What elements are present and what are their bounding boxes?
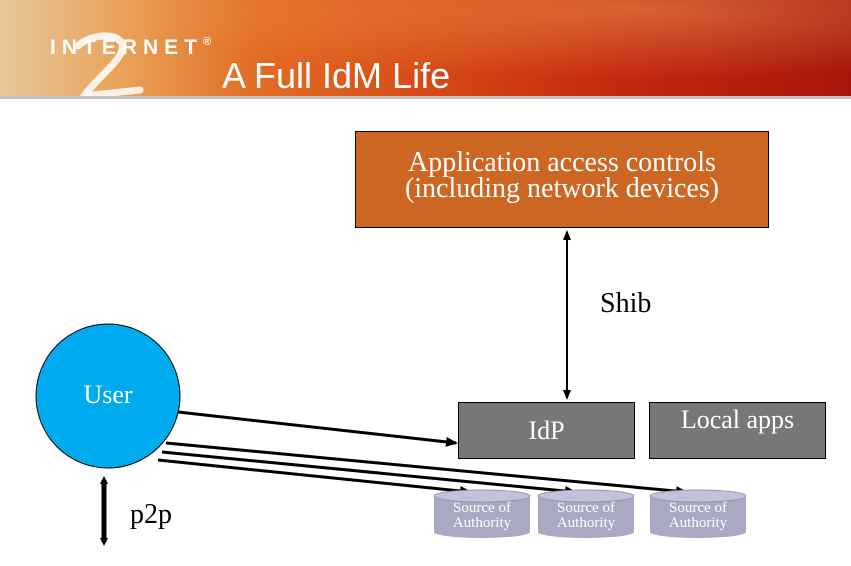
source-of-authority-label-1: Source of Authority	[437, 501, 527, 531]
source-of-authority-cylinder-3	[649, 489, 747, 538]
idp-label: IdP	[528, 415, 565, 445]
soa-2-line-2: Authority	[556, 515, 616, 531]
user-to-idp-arrow	[177, 410, 458, 447]
logo-two-glyph	[74, 32, 144, 99]
idp-box: IdP	[458, 402, 635, 459]
user-circle	[35, 323, 181, 469]
logo-registered-mark: ®	[203, 36, 212, 48]
local-apps-box: Local apps	[649, 402, 826, 459]
soa-3-line-1: Source of	[669, 500, 727, 516]
app-box-line-2: (including network devices)	[404, 173, 720, 204]
source-of-authority-label-2: Source of Authority	[541, 501, 631, 531]
soa-3-line-2: Authority	[668, 515, 728, 531]
source-of-authority-label-3: Source of Authority	[653, 501, 743, 531]
soa-2-line-1: Source of	[557, 500, 615, 516]
p2p-label: p2p	[130, 499, 172, 530]
soa-1-line-2: Authority	[452, 515, 512, 531]
app-box-line-1: Application access controls	[408, 147, 716, 178]
slide-title: A Full IdM Life	[222, 55, 451, 96]
source-of-authority-cylinder-1	[433, 489, 531, 538]
soa-1-line-1: Source of	[453, 500, 511, 516]
user-to-source-3-arrow	[165, 441, 688, 497]
source-of-authority-cylinder-2	[537, 489, 635, 538]
user-to-source-1-arrow	[157, 458, 472, 496]
user-to-source-2-arrow	[161, 450, 577, 497]
user-label: User	[83, 380, 133, 409]
shib-label: Shib	[600, 288, 652, 319]
application-access-controls-box: Application access controls (including n…	[355, 131, 769, 228]
banner-rule	[0, 96, 851, 99]
banner-sheen	[0, 0, 851, 99]
header-banner: INTERNET® A Full IdM Life	[0, 0, 851, 99]
local-apps-label: Local apps	[680, 405, 795, 434]
